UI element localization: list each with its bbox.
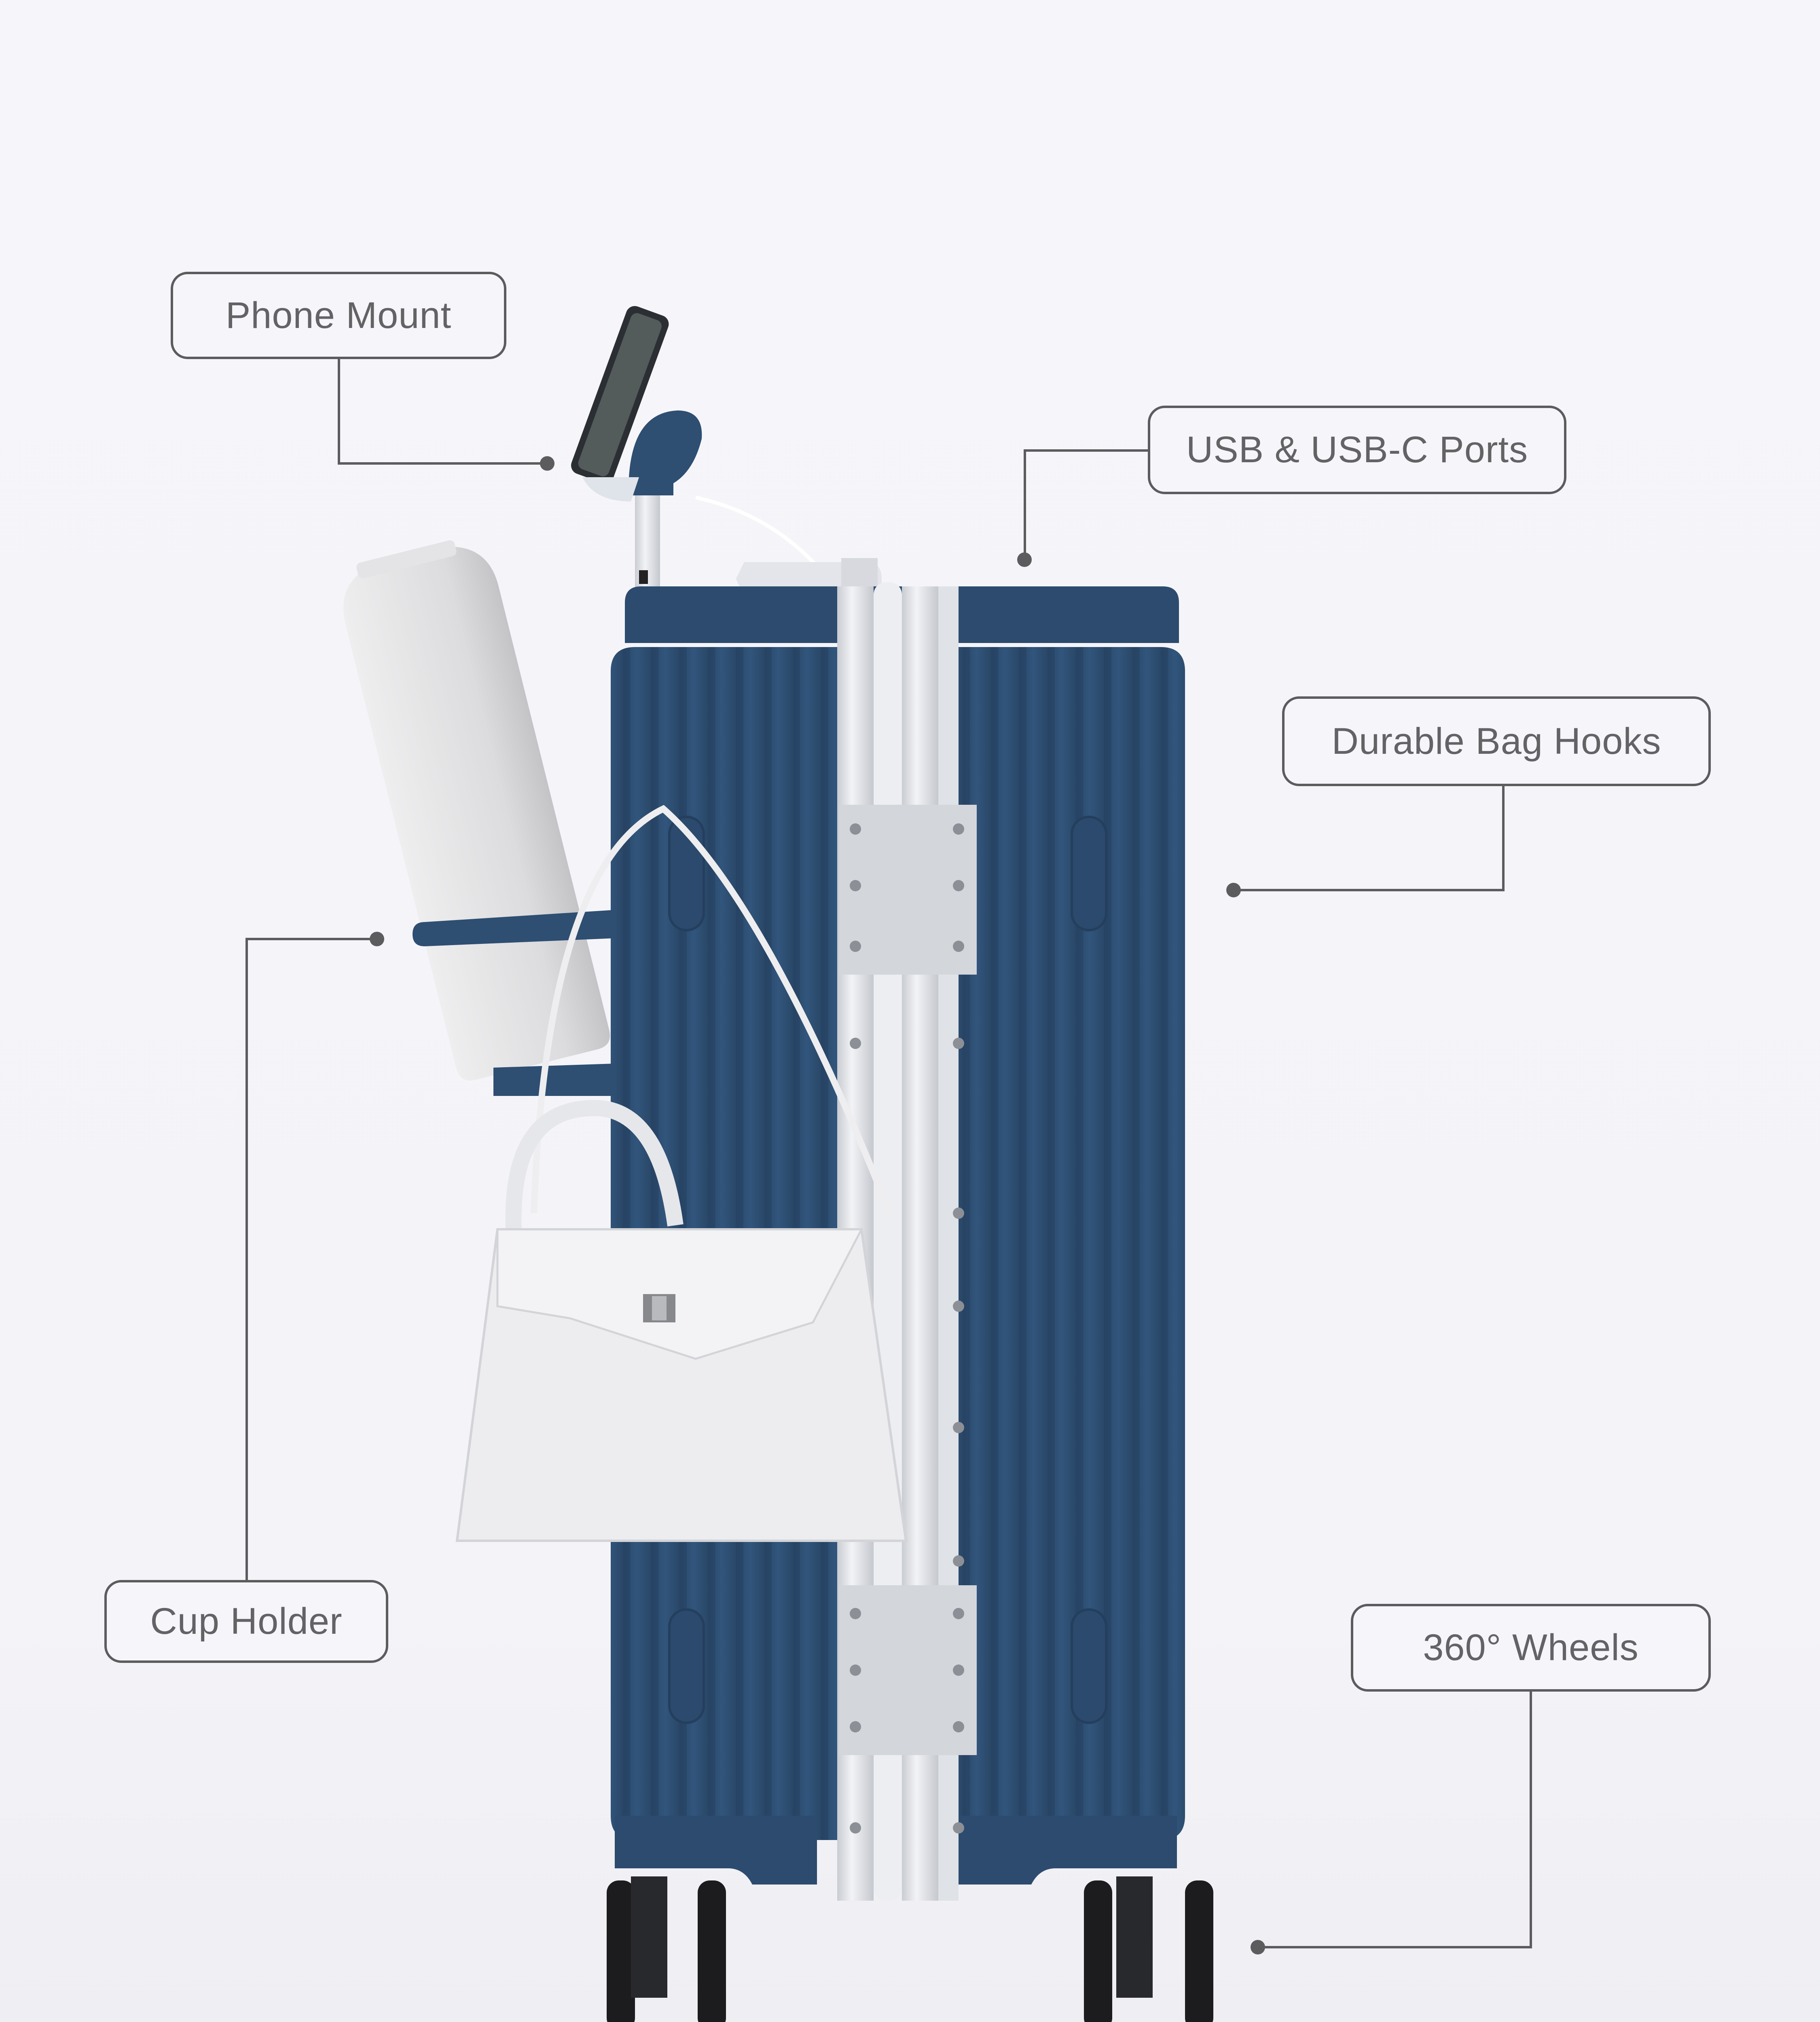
phone-mount-label: Phone Mount: [171, 272, 506, 359]
water-bottle: [343, 540, 610, 1081]
aluminum-frame: [837, 582, 977, 1901]
usb-ports-dot: [1017, 552, 1032, 567]
cup-holder-leader-horizontal: [245, 938, 377, 940]
phone-mount-leader-horizontal: [338, 462, 547, 465]
usb-ports-label-text: USB & USB-C Ports: [1186, 429, 1528, 470]
cup-holder-leader-vertical: [245, 938, 248, 1580]
bag-hooks-leader-horizontal: [1234, 889, 1505, 891]
wheels-dot: [1251, 1940, 1265, 1954]
wheels-label: 360° Wheels: [1351, 1604, 1711, 1692]
phone-mount-leader-vertical: [338, 359, 340, 463]
phone-mount-dot: [540, 456, 554, 471]
cup-holder-label-text: Cup Holder: [150, 1601, 343, 1642]
wheels-label-text: 360° Wheels: [1423, 1627, 1639, 1668]
bag-hooks-dot: [1226, 883, 1241, 897]
wheels-leader-horizontal: [1258, 1946, 1532, 1948]
usb-ports-label: USB & USB-C Ports: [1148, 406, 1566, 494]
bag-hooks-leader-vertical: [1502, 786, 1505, 891]
usb-ports-leader-horizontal: [1024, 449, 1148, 452]
bag-hooks-label-text: Durable Bag Hooks: [1331, 720, 1661, 762]
phone-mount-label-text: Phone Mount: [225, 294, 452, 336]
cup-holder-label: Cup Holder: [104, 1580, 388, 1663]
usb-ports-leader-vertical: [1024, 449, 1026, 560]
cup-holder-dot: [370, 932, 384, 946]
spinner-wheels: [607, 1876, 1213, 2022]
wheels-leader-vertical: [1530, 1692, 1532, 1948]
phone: [571, 306, 669, 484]
white-handbag: [455, 1228, 908, 1542]
bag-hooks-label: Durable Bag Hooks: [1282, 696, 1711, 786]
